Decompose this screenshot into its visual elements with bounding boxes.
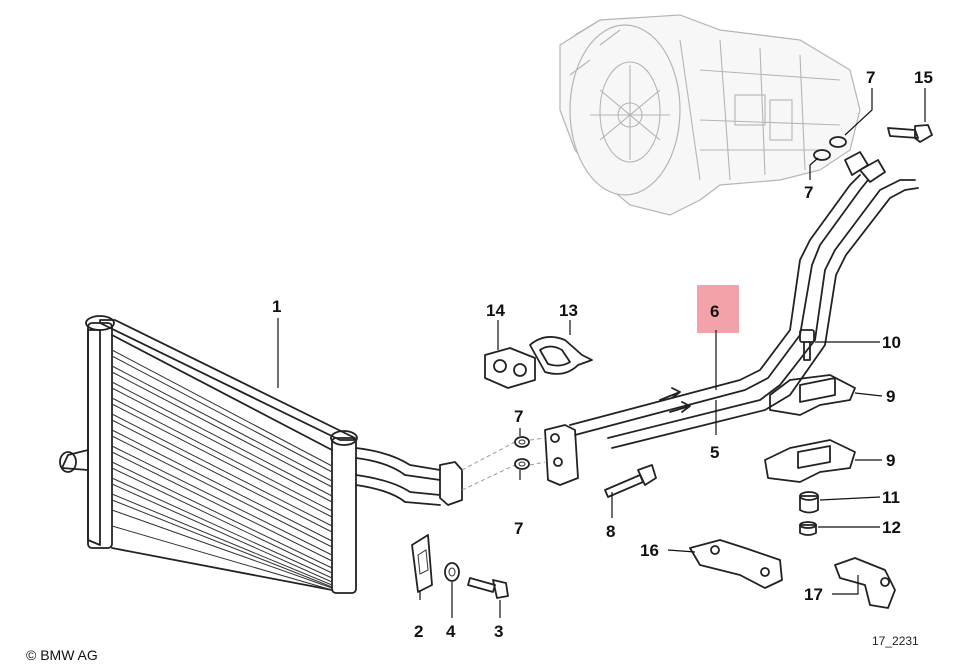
callout-2: 2	[414, 622, 423, 641]
clamp-14	[484, 347, 536, 389]
callout-10: 10	[882, 333, 901, 352]
callout-1: 1	[272, 297, 281, 316]
callout-9-upper: 9	[886, 387, 895, 406]
bolt-8	[604, 464, 657, 498]
bushing-12	[799, 521, 817, 536]
bracket-17	[834, 557, 896, 609]
callout-16: 16	[640, 541, 659, 560]
callout-5: 5	[710, 443, 719, 462]
bracket-16	[689, 539, 783, 589]
oil-cooler	[59, 315, 358, 594]
callout-7-mid-right: 7	[804, 183, 813, 202]
bracket-9-upper	[769, 374, 856, 416]
bolt-15	[887, 124, 933, 143]
bolt-3	[467, 577, 509, 599]
callout-4: 4	[446, 622, 456, 641]
callout-15: 15	[914, 68, 933, 87]
transmission-ghost	[559, 14, 861, 216]
callout-8: 8	[606, 522, 615, 541]
callout-labels: 1 2 3 4 5 6 7 7 7 7 8 9 9 10 11 12 13 14…	[272, 68, 933, 641]
washer-4	[444, 562, 460, 582]
cooler-pipes	[355, 447, 463, 506]
callout-17: 17	[804, 585, 823, 604]
callout-9-lower: 9	[886, 451, 895, 470]
callout-13: 13	[559, 301, 578, 320]
diagram-code: 17_2231	[872, 634, 919, 648]
callout-6: 6	[710, 302, 719, 321]
bracket-9-lower	[764, 439, 856, 483]
bracket-13	[529, 336, 593, 375]
callout-14: 14	[486, 301, 505, 320]
flange-fitting	[461, 424, 579, 491]
callout-6-highlight	[697, 285, 739, 333]
bushing-11	[799, 491, 819, 514]
copyright-text: © BMW AG	[26, 647, 98, 663]
bolt-10	[799, 329, 815, 361]
clip-2	[411, 534, 433, 593]
cooler-fins	[111, 349, 333, 591]
callout-7-lower-left: 7	[514, 519, 523, 538]
callout-7-top-right: 7	[866, 68, 875, 87]
seal-rings	[514, 136, 847, 470]
callout-3: 3	[494, 622, 503, 641]
leader-lines	[277, 88, 926, 618]
callout-12: 12	[882, 518, 901, 537]
oil-lines	[569, 151, 919, 449]
callout-7-upper-left: 7	[514, 407, 523, 426]
callout-11: 11	[882, 488, 900, 507]
